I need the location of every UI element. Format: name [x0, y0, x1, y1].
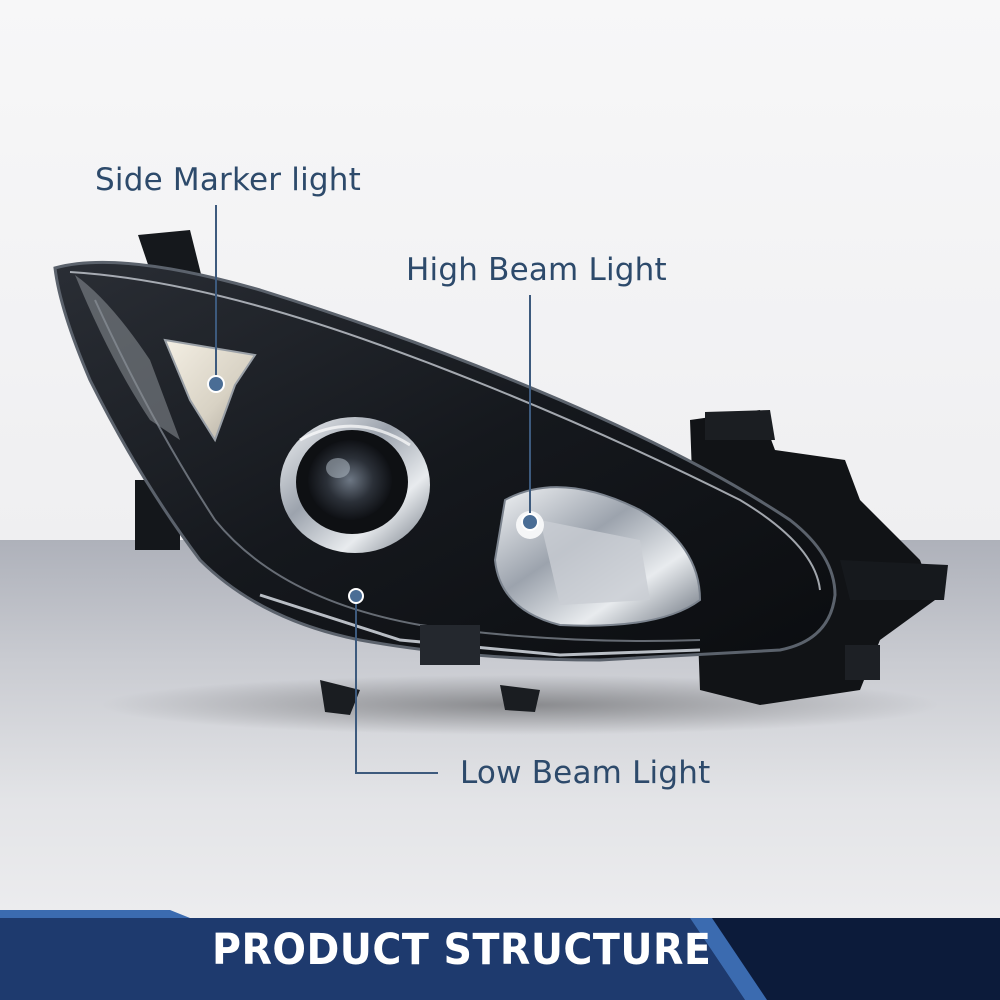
- low-beam-label: Low Beam Light: [460, 755, 711, 791]
- banner-title: PRODUCT STRUCTURE: [212, 925, 712, 975]
- section-banner: [0, 910, 1000, 1000]
- high-beam-label: High Beam Light: [406, 252, 667, 288]
- side-marker-label: Side Marker light: [95, 162, 362, 198]
